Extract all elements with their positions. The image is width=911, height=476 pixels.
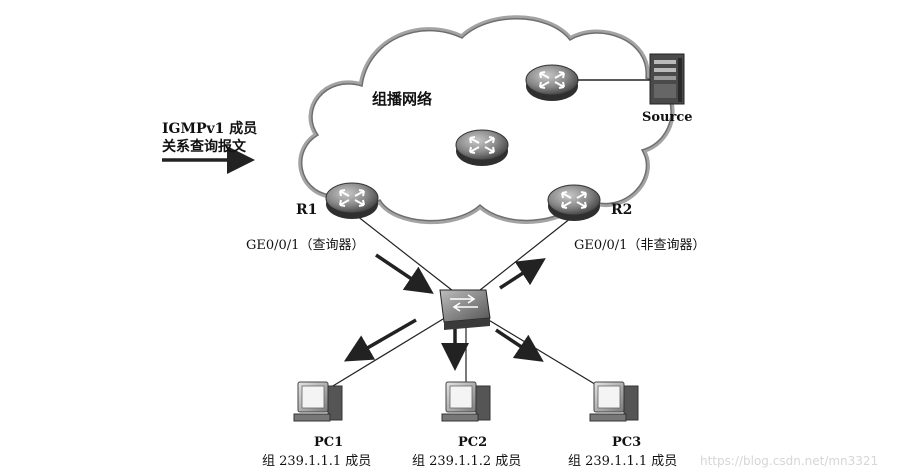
- pc1-group: 组 239.1.1.1 成员: [262, 454, 371, 469]
- pc1-label: PC1: [314, 435, 343, 450]
- source-server-icon: [649, 53, 685, 105]
- router-r2-label: R2: [611, 202, 632, 218]
- pc2-label: PC2: [458, 435, 487, 450]
- router-r1-port: GE0/0/1（查询器）: [246, 238, 364, 253]
- query-note-line1: IGMPv1 成员: [162, 120, 257, 137]
- pc3-group: 组 239.1.1.1 成员: [568, 454, 677, 469]
- query-flow-arrows: [162, 146, 546, 371]
- router-icon: [455, 129, 509, 167]
- query-note-line2: 关系查询报文: [162, 138, 247, 155]
- link-r1-switch: [351, 211, 463, 299]
- pc2-group: 组 239.1.1.2 成员: [412, 454, 521, 469]
- router-r1-icon: [325, 182, 379, 220]
- pc2-icon: [441, 381, 491, 422]
- router-r2-port: GE0/0/1（非查询器）: [574, 238, 705, 253]
- link-switch-pc1: [322, 315, 449, 393]
- link-switch-pc3: [481, 315, 609, 393]
- router-r2-icon: [547, 184, 601, 222]
- source-label: Source: [642, 110, 693, 125]
- router-icon: [525, 64, 579, 102]
- watermark: https://blog.csdn.net/mn3321: [700, 454, 878, 468]
- switch-icon: [439, 289, 491, 330]
- pc3-label: PC3: [612, 435, 641, 450]
- router-r1-label: R1: [296, 202, 317, 218]
- cloud-label: 组播网络: [372, 90, 432, 108]
- pc1-icon: [293, 381, 343, 422]
- link-r2-switch: [469, 213, 577, 299]
- pc3-icon: [589, 381, 639, 422]
